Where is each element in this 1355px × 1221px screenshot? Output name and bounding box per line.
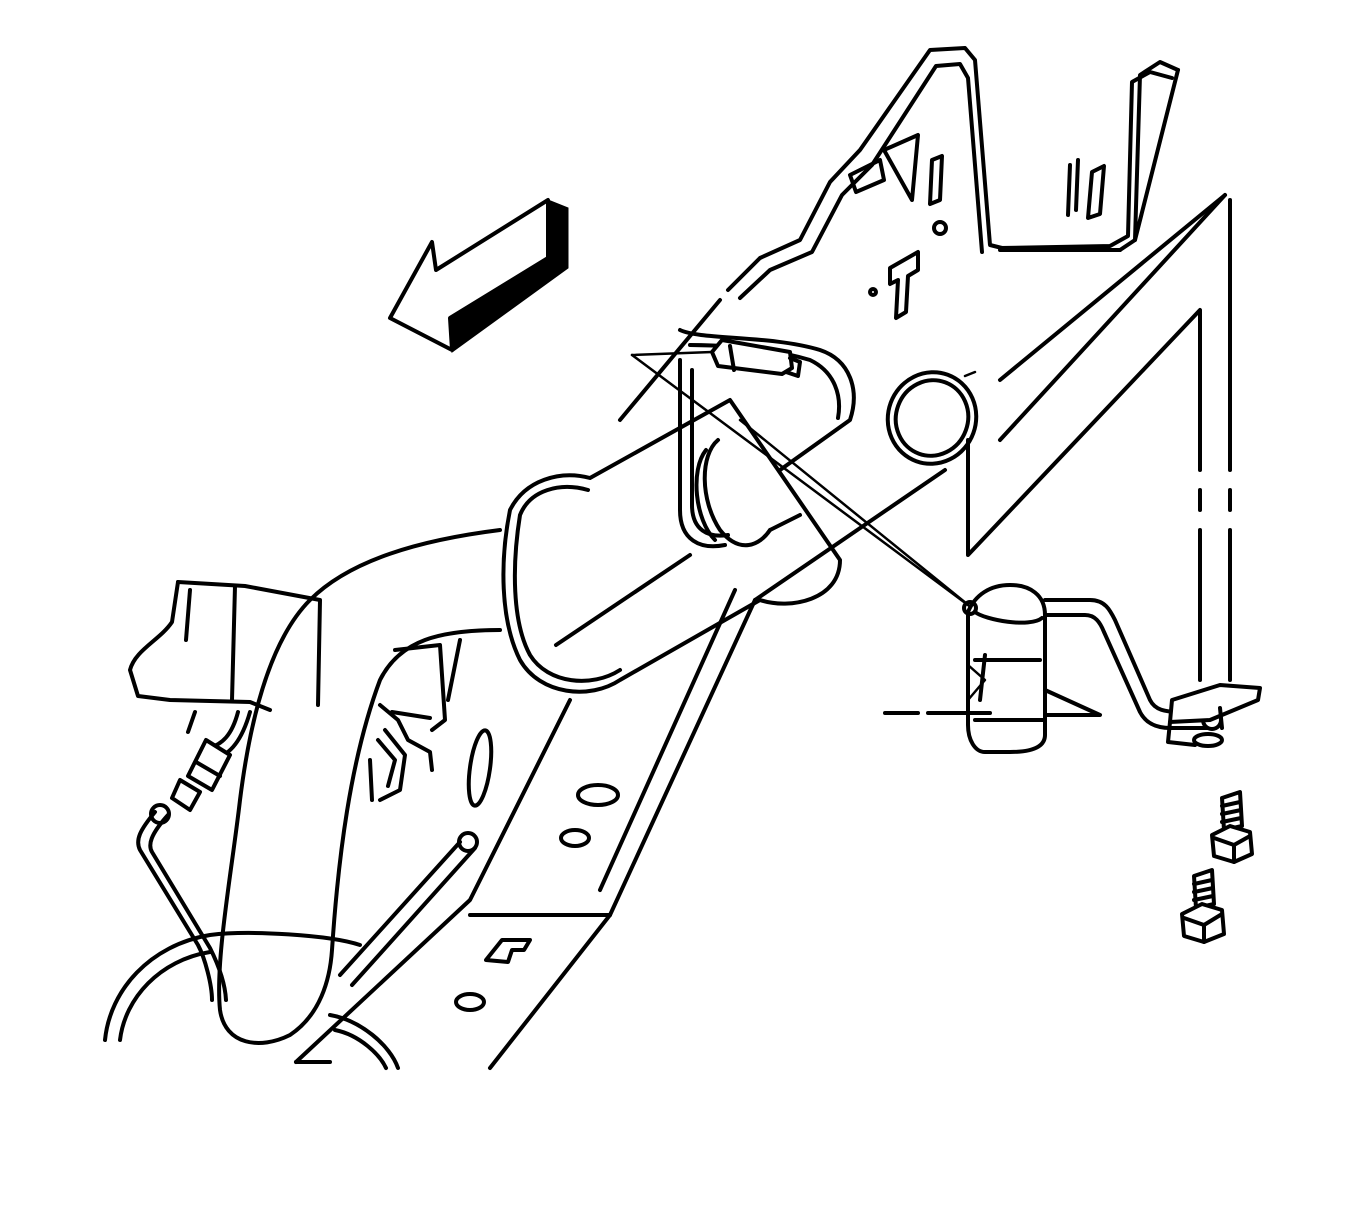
bolt-upper [1210, 790, 1254, 864]
brake-lines [136, 638, 479, 1002]
hanger-bracket [1043, 598, 1262, 748]
frame-bracket-left [128, 580, 322, 712]
exhaust-pipe [103, 328, 979, 1070]
bolt-lower [1180, 868, 1226, 944]
direction-arrow-icon [388, 198, 569, 353]
crossmember-bracket [726, 46, 1180, 320]
insulator-hanger [883, 583, 1102, 754]
frame-rail [294, 193, 1232, 1070]
hanger-rod [630, 338, 974, 610]
